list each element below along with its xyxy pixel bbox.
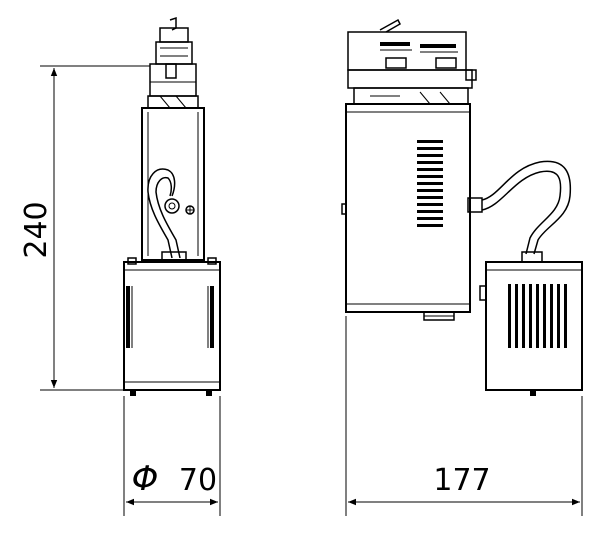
side-adapter-top [347,18,477,105]
front-driver-box [141,107,205,263]
dimension-width-label: 177 [433,463,490,498]
front-adapter-top [147,16,199,109]
side-driver-box [341,103,471,321]
dimension-height: 240 [19,65,150,391]
side-heatsink-fins [508,284,567,348]
dimension-diameter: Φ 70 [123,396,221,516]
diameter-symbol: Φ [132,459,159,499]
side-view [341,18,583,396]
front-view [123,16,221,396]
side-gooseneck [467,160,572,263]
side-lamp-head [479,261,583,396]
dimension-height-label: 240 [19,201,54,258]
front-lamp-head [123,257,221,396]
side-vent-slots [417,140,443,227]
dimension-width: 177 [345,316,583,516]
dimension-diameter-label: 70 [179,463,217,498]
